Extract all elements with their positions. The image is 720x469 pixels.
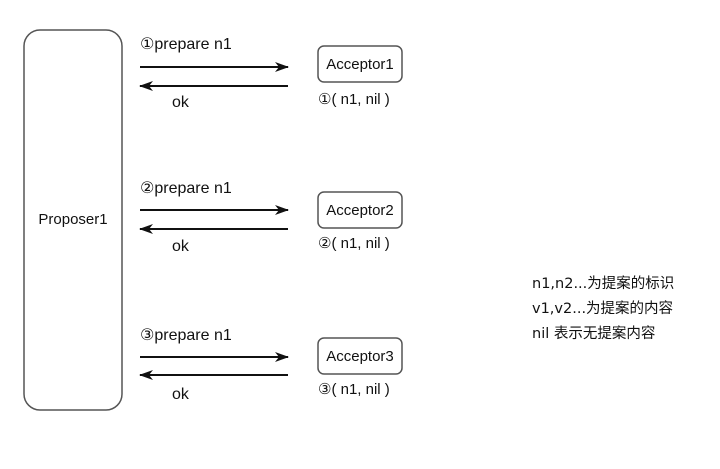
acceptor-label-2: Acceptor2: [326, 202, 394, 219]
request-label-2: ②prepare n1: [140, 180, 232, 197]
proposer-box: [23, 29, 123, 411]
acceptor-state-1: ①( n1, nil ): [318, 91, 390, 108]
request-label-1: ①prepare n1: [140, 36, 232, 53]
acceptor-box-2: [317, 191, 403, 229]
acceptor-box-1: [317, 45, 403, 83]
legend-line-proposal-id: n1,n2...为提案的标识: [532, 276, 675, 292]
proposer-label: Proposer1: [38, 211, 107, 228]
legend: n1,n2...为提案的标识 v1,v2...为提案的内容 nil 表示无提案内…: [532, 272, 712, 347]
acceptor-label-3: Acceptor3: [326, 348, 394, 365]
acceptor-box-3: [317, 337, 403, 375]
acceptor-label-1: Acceptor1: [326, 56, 394, 73]
legend-line-proposal-value: v1,v2...为提案的内容: [532, 301, 674, 317]
message-row-3: ③prepare n1 ok Acceptor3 ③( n1, nil ): [139, 327, 403, 403]
message-row-2: ②prepare n1 ok Acceptor2 ②( n1, nil ): [139, 180, 403, 255]
acceptor-state-3: ③( n1, nil ): [318, 381, 390, 398]
reply-label-3: ok: [172, 386, 190, 403]
message-row-1: ①prepare n1 ok Acceptor1 ①( n1, nil ): [139, 36, 403, 111]
request-label-3: ③prepare n1: [140, 327, 232, 344]
legend-line-nil-meaning: nil 表示无提案内容: [532, 326, 656, 342]
reply-label-1: ok: [172, 94, 190, 111]
acceptor-state-2: ②( n1, nil ): [318, 235, 390, 252]
reply-label-2: ok: [172, 238, 190, 255]
